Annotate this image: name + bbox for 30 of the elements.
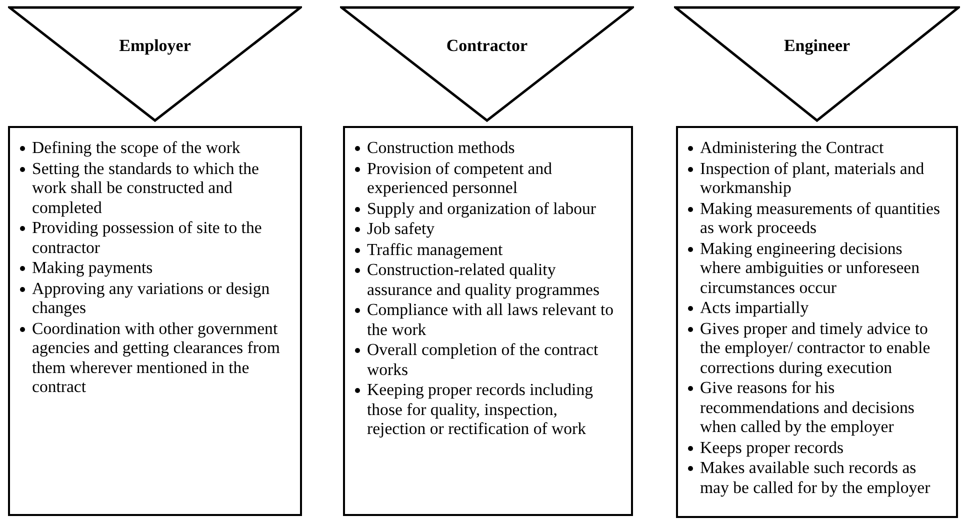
bullet-item: Acts impartially: [700, 298, 809, 317]
bullet-item: Setting the standards to which the work shall be constructed and completed: [32, 158, 259, 216]
bullet-item: Defining the scope of the work: [32, 138, 240, 157]
bullet-item: Construction methods: [367, 138, 515, 157]
bullet-item: Making measurements of quantities as work proceeds: [700, 198, 940, 237]
bullet-item: Making payments: [32, 258, 153, 277]
bullet-item: Compliance with all laws relevant to the work: [367, 300, 614, 338]
role-heading: Engineer: [784, 36, 850, 56]
bullet-item: Give reasons for his recommendations and decisions when called by the employer: [700, 378, 914, 436]
bullet-item: Traffic management: [367, 240, 503, 258]
bullet-item: Gives proper and timely advice to the employer/ contractor to enable corrections during execution: [700, 318, 930, 376]
bullet-item: Overall completion of the contract works: [367, 340, 598, 378]
role-heading: Contractor: [446, 36, 528, 56]
responsibility-box: [8, 126, 302, 516]
bullet-item: Keeps proper records: [700, 438, 844, 456]
bullet-item: Keeping proper records including those for quality, inspection, rejection or rectification of work: [367, 380, 594, 438]
bullet-item: Provision of competent and experienced personnel: [367, 158, 552, 197]
bullet-item: Coordination with other government agencies and getting clearances from them wherever mentioned in the contract: [32, 318, 280, 396]
responsibility-box: [676, 126, 958, 518]
bullet-item: Construction-related quality assurance and quality programmes: [367, 260, 600, 298]
bullet-item: Providing possession of site to the contractor: [32, 218, 262, 256]
bullet-item: Administering the Contract: [700, 138, 884, 157]
bullet-item: Makes available such records as may be called for by the employer: [700, 458, 930, 496]
bullet-item: Making engineering decisions where ambiguities or unforeseen circumstances occur: [700, 238, 920, 296]
bullet-item: Approving any variations or design changes: [32, 278, 270, 317]
bullet-item: Job safety: [367, 219, 435, 238]
bullet-item: Supply and organization of labour: [367, 198, 596, 218]
responsibility-box: [343, 126, 633, 516]
role-heading: Employer: [119, 36, 191, 56]
bullet-item: Inspection of plant, materials and workmanship: [700, 158, 924, 197]
